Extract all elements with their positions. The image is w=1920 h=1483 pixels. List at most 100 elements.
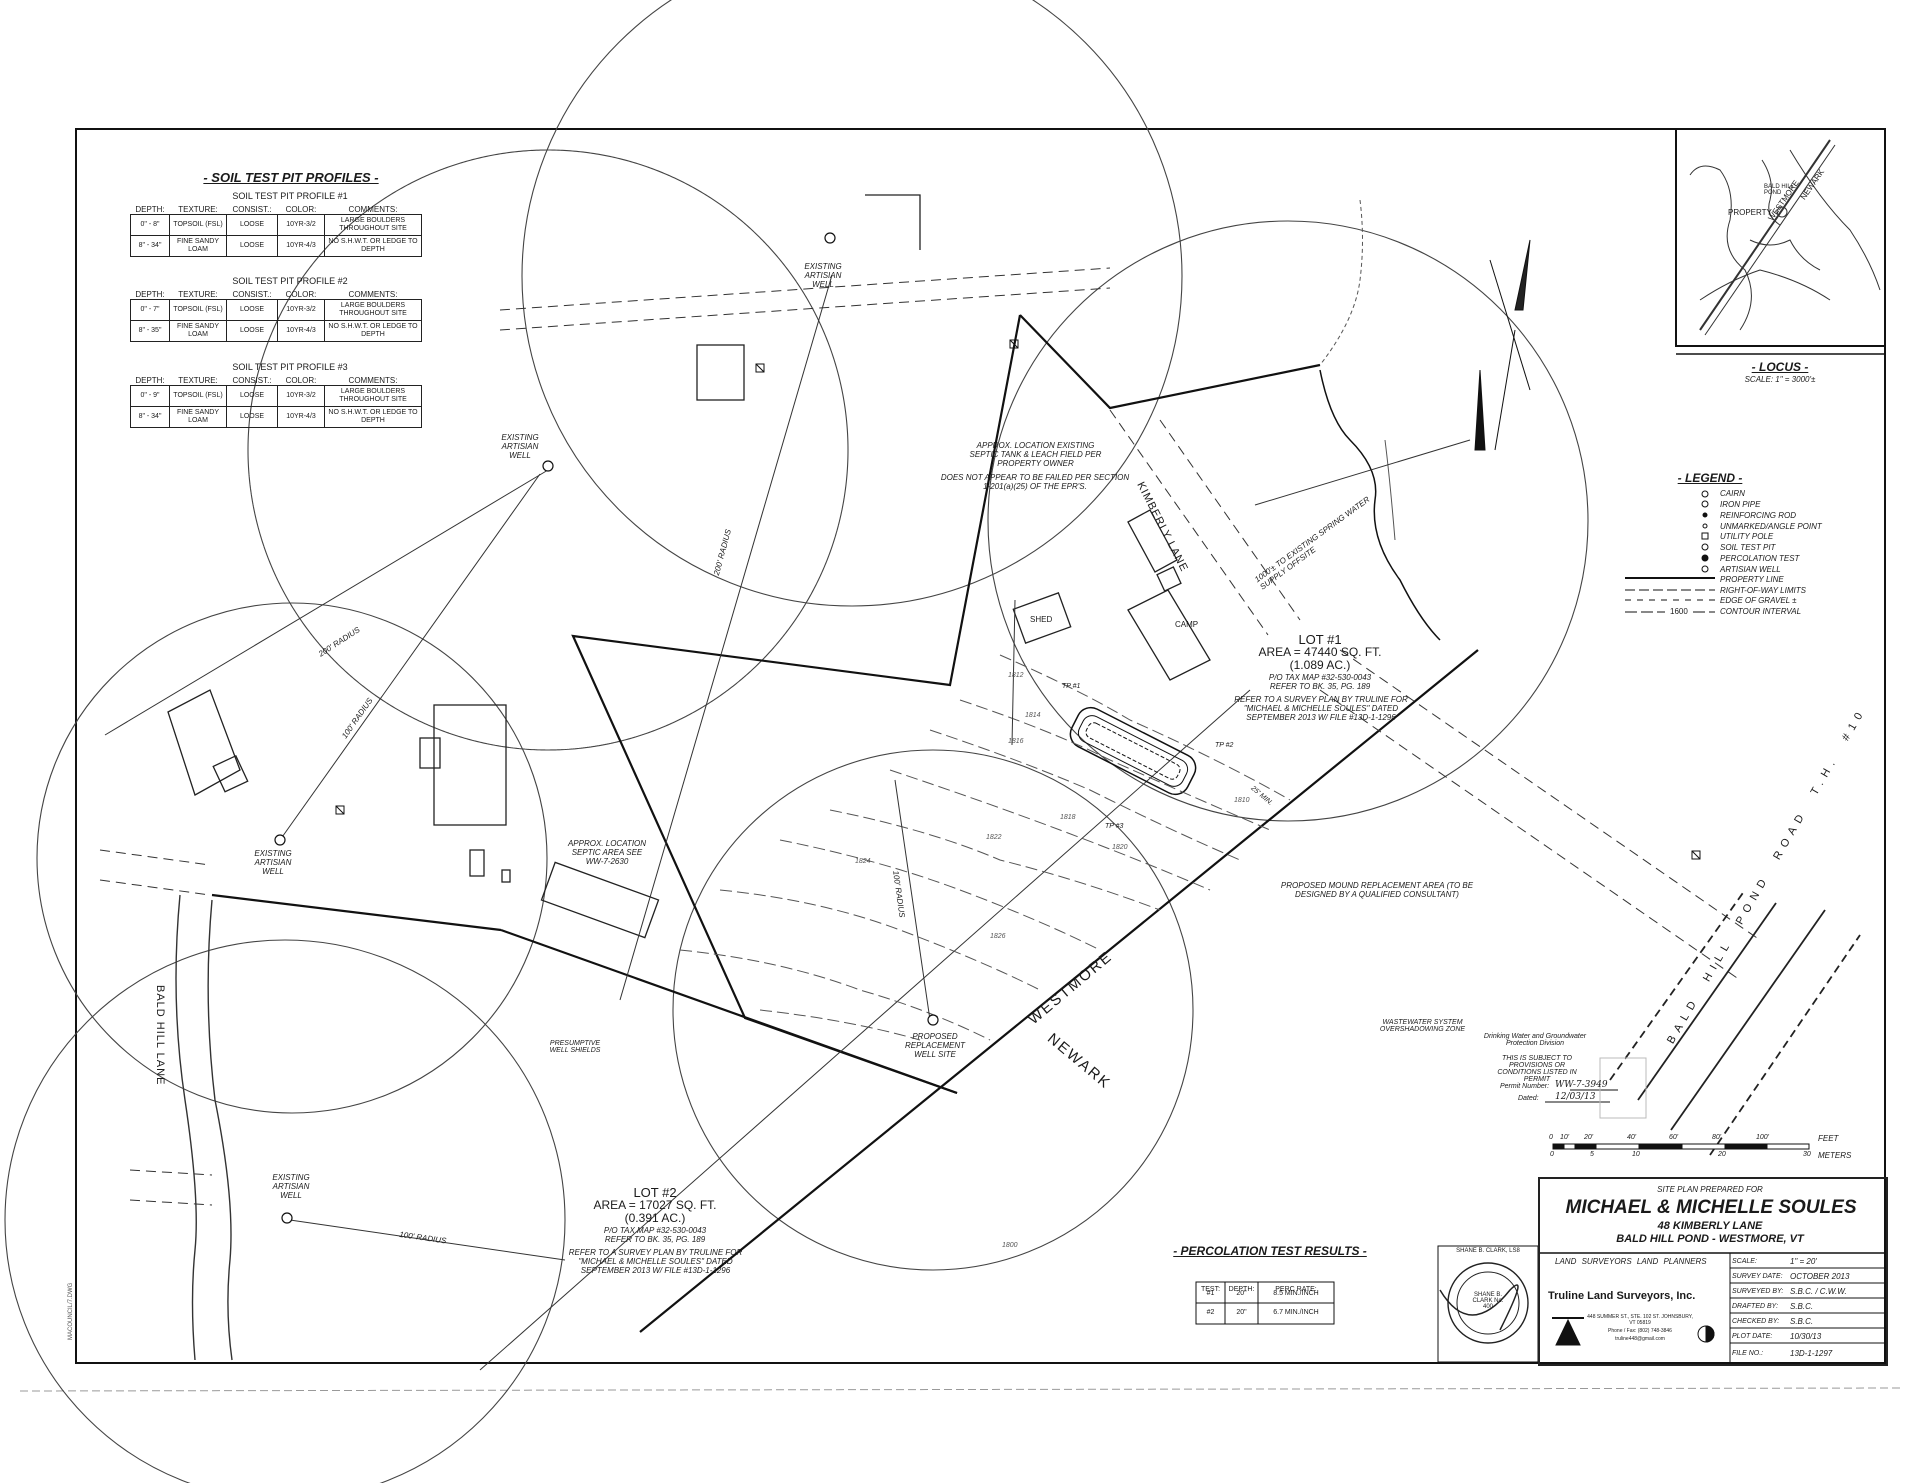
legend-item: UTILITY POLE (1720, 532, 1774, 541)
lot1-reference: REFER TO A SURVEY PLAN BY TRULINE FOR "M… (1234, 695, 1408, 722)
locus-property-label: PROPERTY (1728, 208, 1772, 217)
col-header: COLOR: (285, 376, 317, 385)
scale-feet-tick: 0 (1549, 1134, 1553, 1141)
legend-contour-sample: 1600 (1670, 607, 1688, 616)
title-client: MICHAEL & MICHELLE SOULES (1565, 1197, 1857, 1218)
cell: FINE SANDY LOAM (169, 320, 227, 342)
table-row: 8" - 35" FINE SANDY LOAM LOOSE 10YR-4/3 … (130, 320, 422, 342)
scale-feet-tick: 20' (1584, 1134, 1594, 1141)
legend-item: ARTISIAN WELL (1720, 565, 1781, 574)
north-arrow (1474, 239, 1531, 451)
stamp-permit-label: Permit Number: (1500, 1083, 1550, 1090)
legend-item: PERCOLATION TEST (1720, 554, 1800, 563)
scale-meter-tick: 5 (1590, 1151, 1594, 1158)
title-field-label: DRAFTED BY: (1732, 1303, 1779, 1310)
title-field-value: S.B.C. (1790, 1317, 1814, 1326)
stamp-dated-value: 12/03/13 (1555, 1092, 1596, 1102)
radius-circle-top-well (521, 0, 1183, 607)
col-header: DEPTH: (135, 205, 165, 214)
radius-circle-bottom-well (4, 939, 566, 1483)
cell: LARGE BOULDERS THROUGHOUT SITE (324, 214, 422, 236)
locus-map (1689, 139, 1881, 336)
label-septic-existing: APPROX. LOCATION EXISTING SEPTIC TANK & … (969, 441, 1102, 468)
title-email: truline448@gmail.com (1615, 1336, 1665, 1342)
title-phone: Phone / Fax: (802) 748-3846 (1608, 1328, 1672, 1334)
septic-area (540, 861, 660, 939)
perc-cell: #1 (1206, 1290, 1215, 1297)
title-company-address: 448 SUMMER ST., STE. 102 ST. JOHNSBURY, … (1587, 1314, 1693, 1326)
cell: 10YR-3/2 (277, 214, 325, 236)
pond-shoreline (1319, 369, 1441, 641)
title-location: BALD HILL POND - WESTMORE, VT (1616, 1233, 1804, 1245)
lot2-area: AREA = 17027 SQ. FT. (593, 1198, 717, 1212)
title-services: LAND SURVEYORS LAND PLANNERS (1555, 1257, 1707, 1266)
lot1-acres: (1.089 AC.) (1289, 658, 1351, 672)
lot1-title: LOT #1 (1298, 632, 1342, 647)
title-field-label: SURVEYED BY: (1732, 1288, 1784, 1295)
westmore-road-line (639, 649, 1479, 1333)
cell: NO S.H.W.T. OR LEDGE TO DEPTH (324, 235, 422, 257)
cell: LOOSE (226, 385, 278, 407)
cell: TOPSOIL (FSL) (169, 385, 227, 407)
scale-meter-tick: 10 (1632, 1151, 1640, 1158)
margin-file-note: MACOUNCIL/7.DWG (68, 1282, 74, 1340)
bald-hill-pond-road-edge-a (1637, 902, 1777, 1101)
cell: NO S.H.W.T. OR LEDGE TO DEPTH (324, 406, 422, 428)
legend-symbols (1625, 490, 1715, 613)
scale-meter-tick: 0 (1550, 1151, 1554, 1158)
seal-surveyor-name: SHANE B. CLARK, LS8 (1456, 1248, 1520, 1254)
label-shed: SHED (1030, 615, 1053, 624)
label-presumptive-shields: PRESUMPTIVE WELL SHIELDS (549, 1040, 601, 1054)
perc-cell: 20" (1236, 1309, 1247, 1316)
lot2-title: LOT #2 (633, 1185, 677, 1200)
title-field-value: OCTOBER 2013 (1790, 1272, 1850, 1281)
label-tp3: TP #3 (1105, 823, 1124, 830)
legend-item: IRON PIPE (1720, 500, 1761, 509)
title-field-value: S.B.C. / C.W.W. (1790, 1287, 1847, 1296)
stamp-conditions: THIS IS SUBJECT TO PROVISIONS OR CONDITI… (1497, 1055, 1577, 1083)
scale-feet-tick: 10' (1560, 1134, 1570, 1141)
soil-profile-1-table: DEPTH: TEXTURE: CONSIST.: COLOR: COMMENT… (130, 205, 422, 257)
lot2-book: REFER TO BK. 35, PG. 189 (604, 1235, 706, 1244)
lot2-reference: REFER TO A SURVEY PLAN BY TRULINE FOR "M… (568, 1248, 743, 1275)
table-row: 8" - 34" FINE SANDY LOAM LOOSE 10YR-4/3 … (130, 406, 422, 428)
seal-text: SHANE B. CLARK No. 400 (1472, 1292, 1504, 1310)
col-header: CONSIST.: (232, 376, 272, 385)
label-well-mid: EXISTING ARTISIAN WELL (501, 433, 539, 460)
label-overshadowing: WASTEWATER SYSTEM OVERSHADOWING ZONE (1379, 1019, 1466, 1033)
soil-profile-2-title: SOIL TEST PIT PROFILE #2 (232, 276, 348, 286)
scale-bar (1552, 1143, 1810, 1150)
contour-label: 1816 (1008, 738, 1024, 745)
cell: LOOSE (226, 320, 278, 342)
lot2-tax-map: P/O TAX MAP #32-530-0043 (603, 1226, 707, 1235)
surveyor-seal (1439, 1262, 1529, 1344)
label-bald-hill-lane: BALD HILL LANE (154, 985, 166, 1086)
cell: FINE SANDY LOAM (169, 235, 227, 257)
contour-label: 1824 (855, 858, 871, 865)
title-field-value: 13D-1-1297 (1790, 1349, 1833, 1358)
legend-item: REINFORCING ROD (1720, 511, 1796, 520)
label-replacement-well: PROPOSED REPLACEMENT WELL SITE (904, 1032, 965, 1059)
label-camp: CAMP (1175, 620, 1199, 629)
legend-item: CONTOUR INTERVAL (1720, 607, 1802, 616)
perc-col-header: DEPTH: (1228, 1286, 1255, 1293)
legend-item: UNMARKED/ANGLE POINT (1720, 522, 1822, 531)
stamp-permit-value: WW-7-3949 (1555, 1080, 1608, 1090)
contour-label: 1818 (1060, 814, 1076, 821)
cell: 10YR-3/2 (277, 299, 325, 321)
radius-circle-left-well (36, 602, 548, 1114)
col-header: CONSIST.: (232, 290, 272, 299)
col-header: TEXTURE: (178, 205, 218, 214)
legend-heading: - LEGEND - (1677, 471, 1743, 485)
perc-cell: 6.7 MIN./INCH (1273, 1309, 1319, 1316)
perc-col-header: PERC RATE: (1275, 1286, 1317, 1293)
col-header: DEPTH: (135, 376, 165, 385)
soil-profile-3-title: SOIL TEST PIT PROFILE #3 (232, 362, 348, 372)
cell: 8" - 35" (130, 320, 170, 342)
legend-item: SOIL TEST PIT (1720, 543, 1776, 552)
col-header: COLOR: (285, 290, 317, 299)
cell: LOOSE (226, 299, 278, 321)
title-address: 48 KIMBERLY LANE (1657, 1220, 1763, 1232)
label-tp2: TP #2 (1215, 742, 1234, 749)
